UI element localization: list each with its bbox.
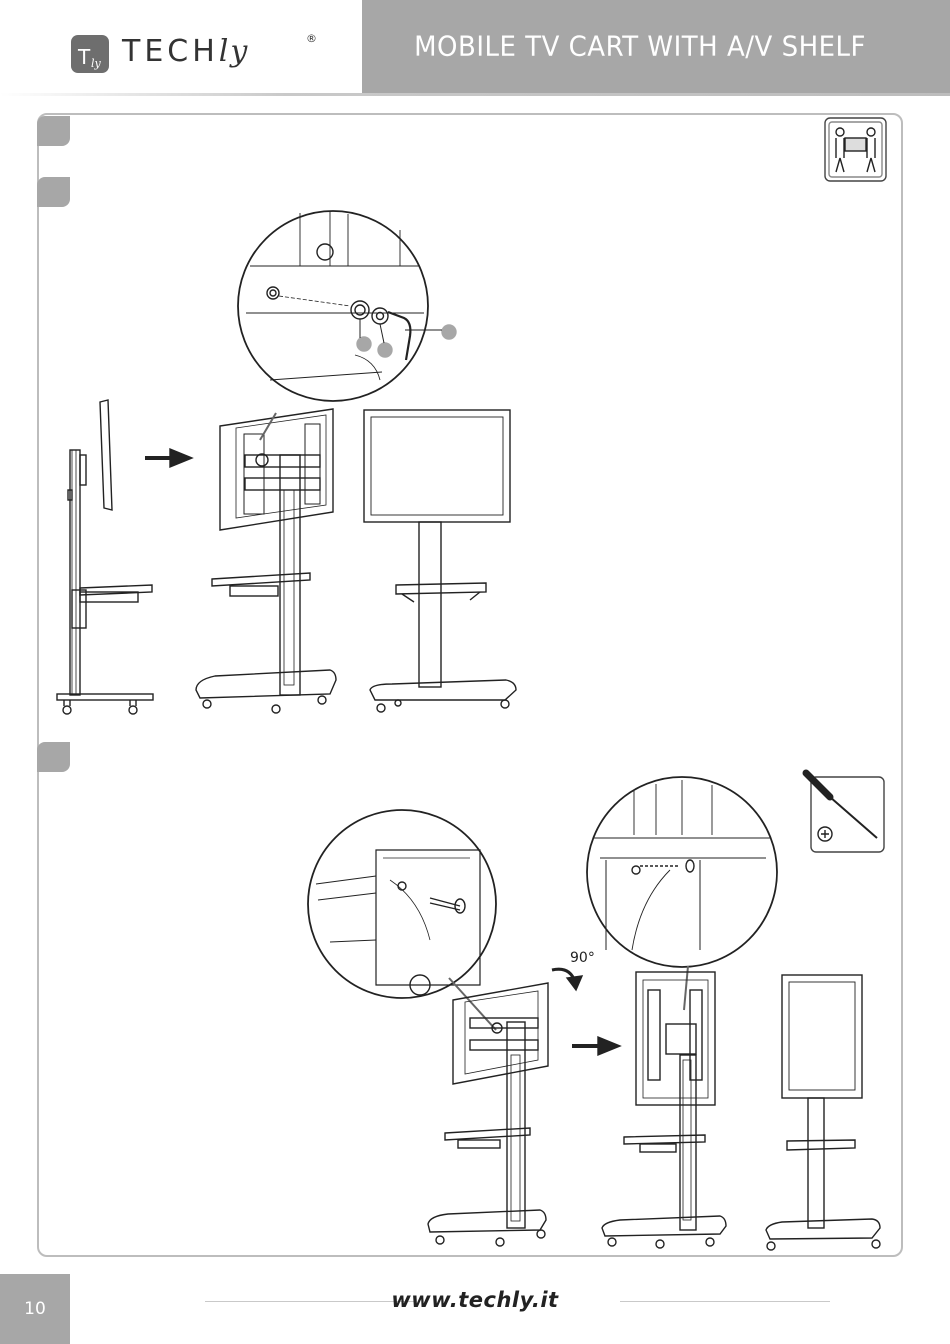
assembled-cart-front bbox=[364, 410, 516, 712]
rotation-angle-label: 90° bbox=[570, 950, 595, 966]
side-view-cart bbox=[57, 400, 153, 714]
cart-rotated-portrait-back bbox=[602, 972, 726, 1248]
right-arrow-icon-2 bbox=[572, 1037, 620, 1055]
zoom-detail-screw-right bbox=[587, 777, 777, 967]
zoom-leader-line bbox=[260, 413, 276, 440]
assembled-cart-portrait-front bbox=[766, 975, 880, 1250]
zoom-detail-screw-left bbox=[308, 810, 496, 998]
website-link[interactable]: www.techly.it bbox=[0, 1288, 950, 1312]
right-arrow-icon bbox=[145, 449, 192, 467]
cart-with-tv-back bbox=[196, 409, 336, 713]
zoom-detail-bolt bbox=[238, 211, 428, 401]
phillips-screwdriver-icon bbox=[806, 773, 884, 852]
zoom-leader-line-2 bbox=[449, 978, 496, 1030]
rotate-arrow-icon bbox=[552, 969, 582, 990]
two-person-lift-icon bbox=[825, 118, 886, 181]
